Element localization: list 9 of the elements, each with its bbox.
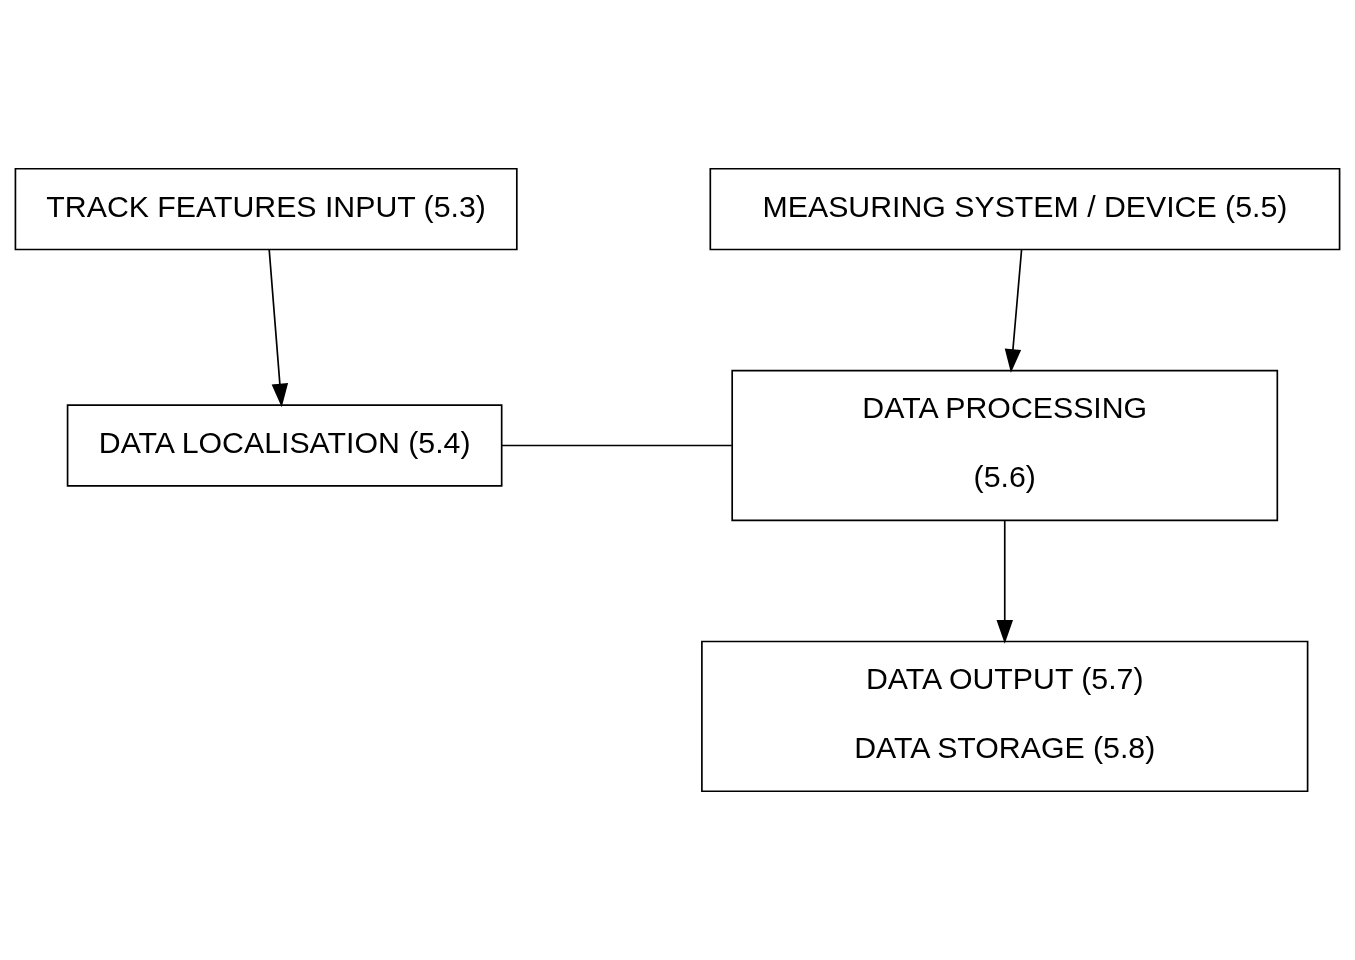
node-box: MEASURING SYSTEM / DEVICE (5.5) xyxy=(709,167,1341,251)
node-box: DATA PROCESSING (5.6) xyxy=(731,369,1279,522)
arrow xyxy=(268,248,289,408)
arrow xyxy=(1004,248,1023,373)
arrow xyxy=(996,520,1013,644)
node-box: TRACK FEATURES INPUT (5.3) xyxy=(14,167,518,251)
node-box: DATA OUTPUT (5.7) DATA STORAGE (5.8) xyxy=(701,640,1309,793)
connector xyxy=(501,444,733,447)
node-box: DATA LOCALISATION (5.4) xyxy=(66,404,503,487)
